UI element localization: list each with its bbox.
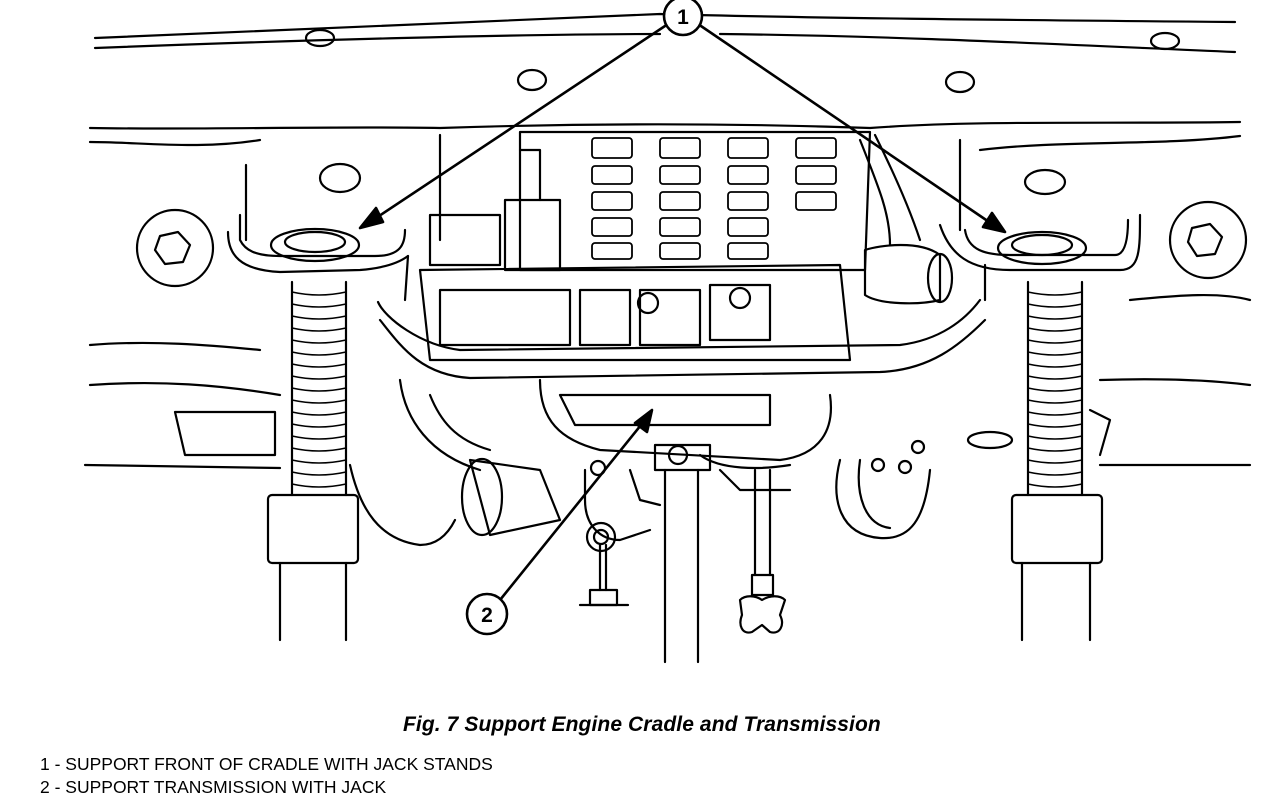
right-jack-stand <box>1010 280 1104 642</box>
leader-line-2 <box>498 418 647 602</box>
leader-line-1-left <box>368 22 670 224</box>
callout-1: 1 <box>662 0 704 37</box>
callout-2-number: 2 <box>481 604 493 627</box>
callout-1-number: 1 <box>677 6 689 29</box>
left-jack-stand <box>266 280 360 642</box>
leader-line-1-right <box>696 22 997 228</box>
callout-leaders <box>358 22 1007 602</box>
figure-legend: 1 - SUPPORT FRONT OF CRADLE WITH JACK ST… <box>40 753 493 799</box>
figure-caption: Fig. 7 Support Engine Cradle and Transmi… <box>403 713 881 736</box>
arrowhead-2 <box>633 408 654 434</box>
support-diagram: 1 2 <box>83 0 1252 664</box>
vehicle-underbody <box>83 12 1252 470</box>
arrowhead-1-right <box>981 211 1007 234</box>
callout-2: 2 <box>465 592 509 636</box>
exhaust-pipe <box>348 378 1014 547</box>
arrowhead-1-left <box>358 206 385 230</box>
engine-cradle <box>135 200 1248 380</box>
transmission-jack <box>578 443 792 664</box>
transmission-assembly <box>418 130 954 462</box>
legend-item-1: 1 - SUPPORT FRONT OF CRADLE WITH JACK ST… <box>40 754 493 774</box>
legend-item-2: 2 - SUPPORT TRANSMISSION WITH JACK <box>40 777 387 797</box>
